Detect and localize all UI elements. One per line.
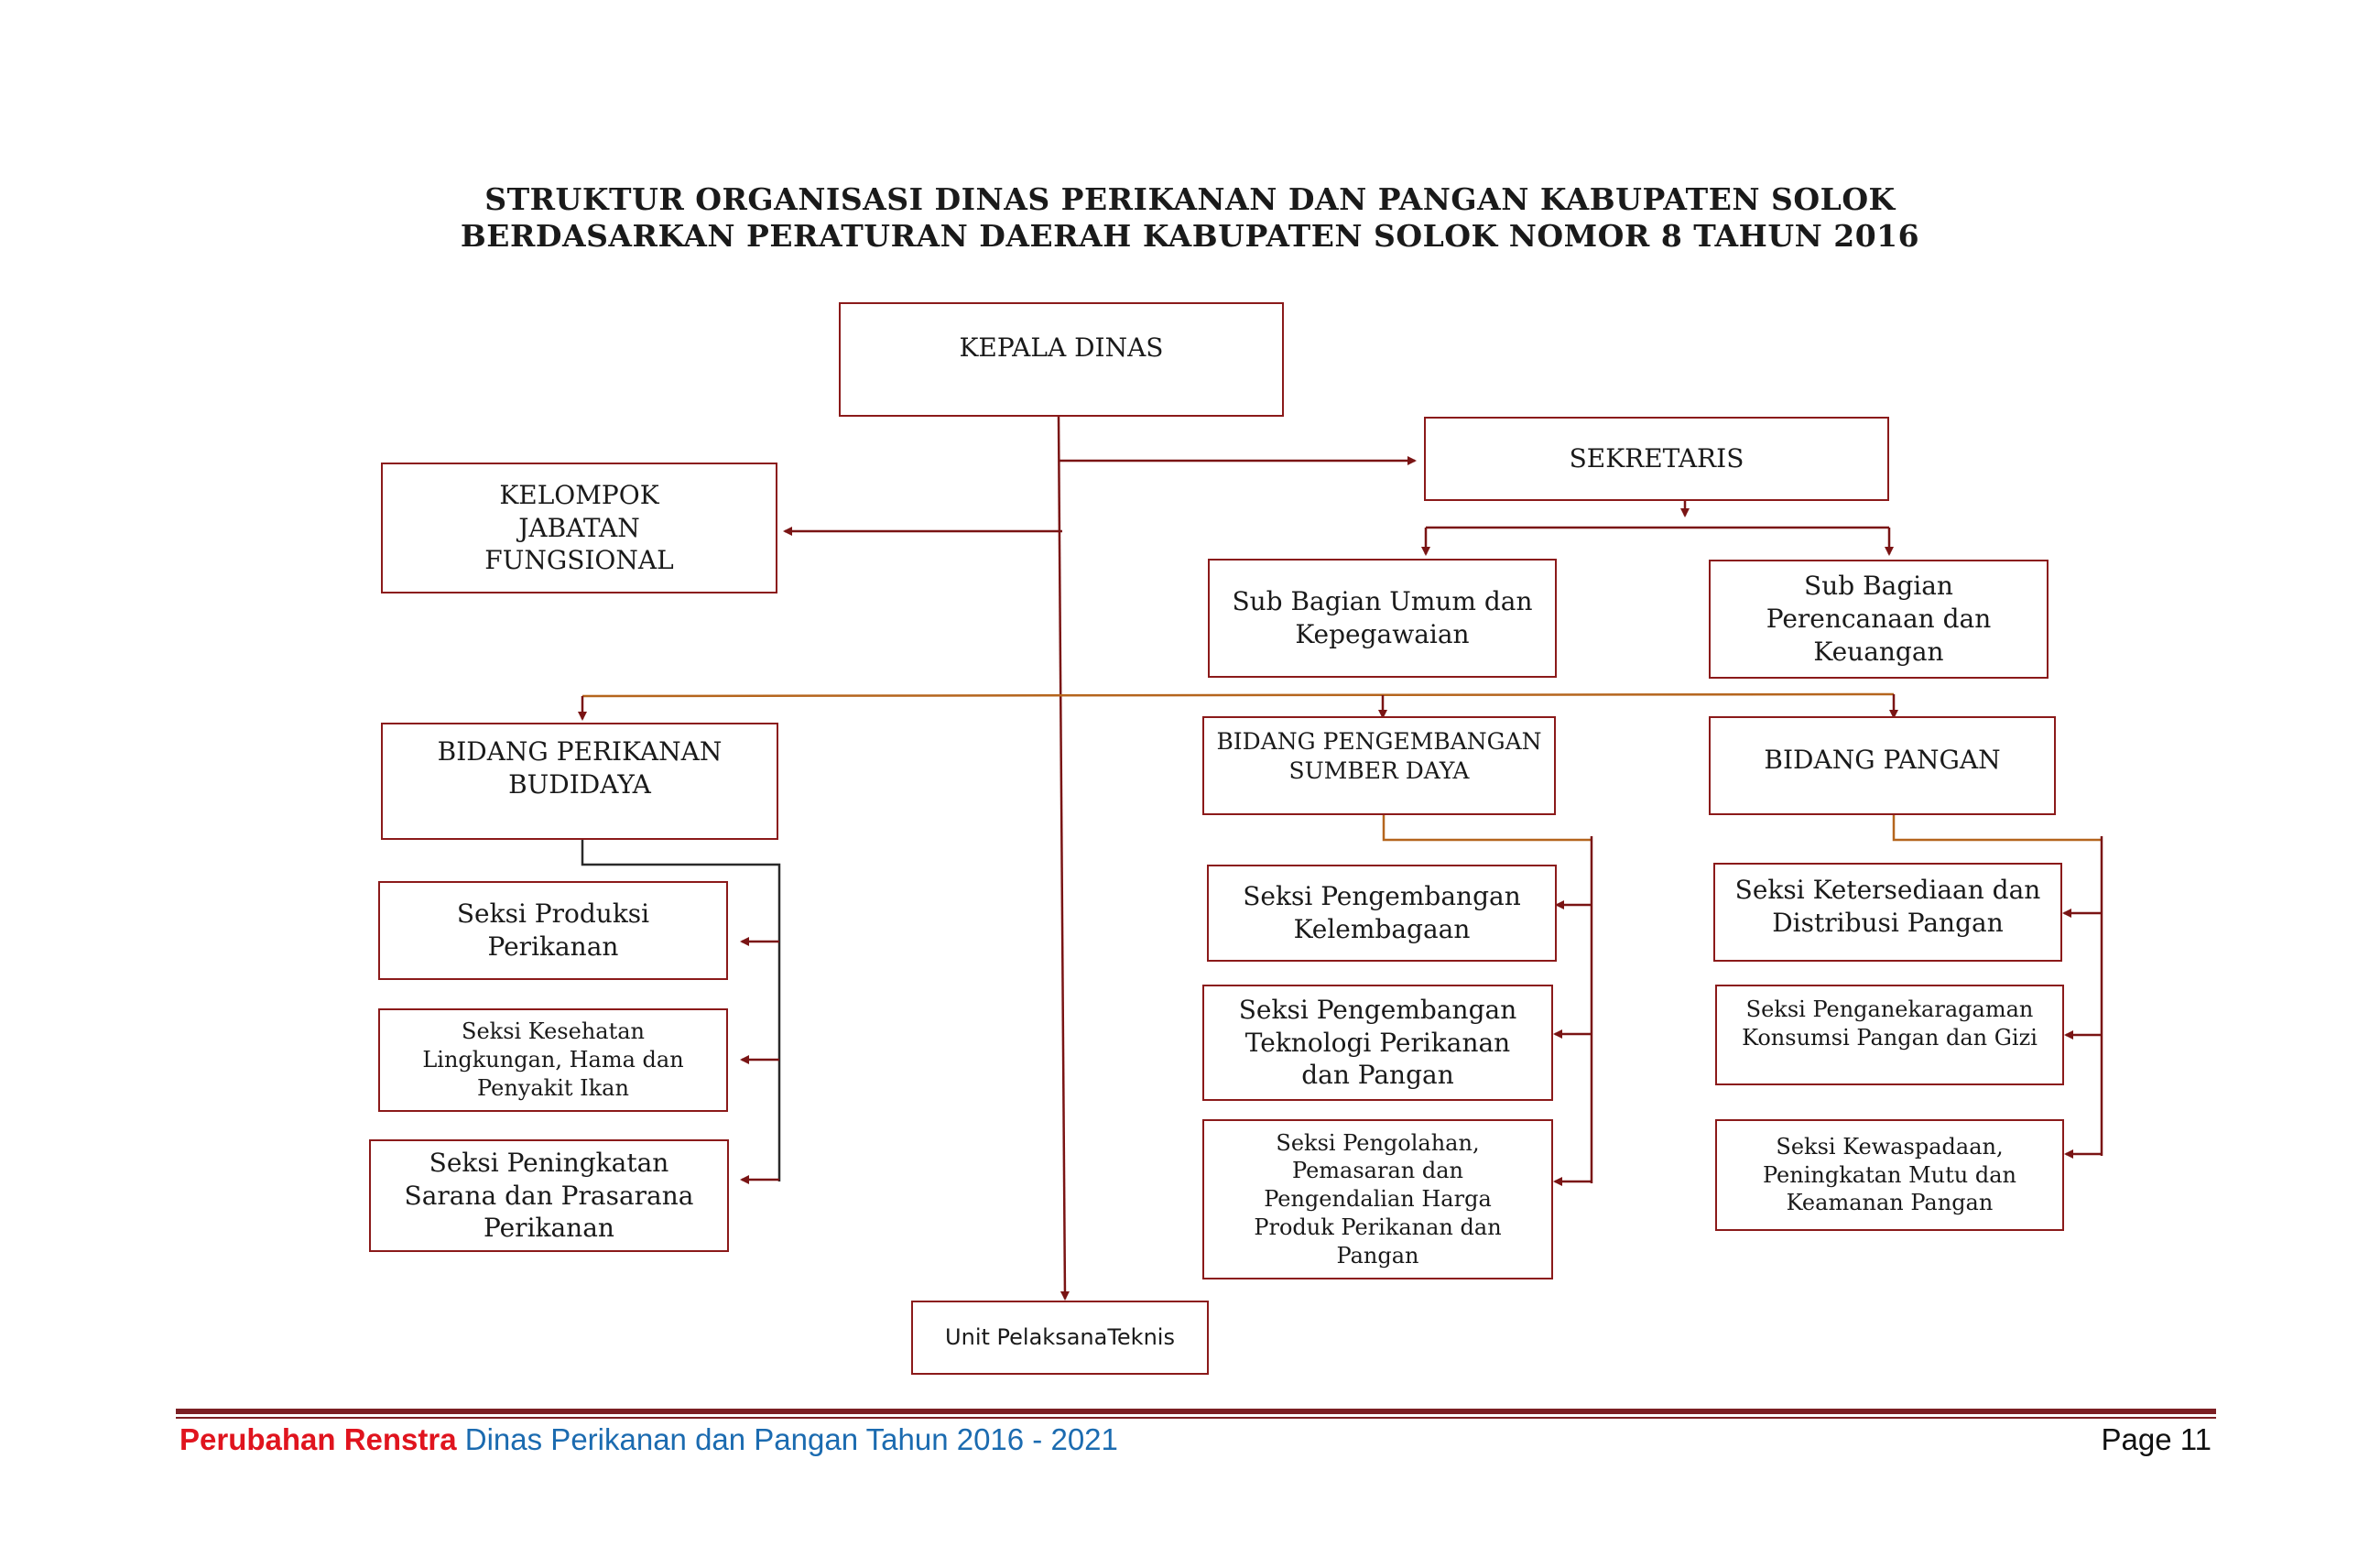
box-bidang-pengembangan-sumber-daya: BIDANG PENGEMBANGAN SUMBER DAYA [1202,716,1556,815]
box-seksi-ketersediaan-distribusi: Seksi Ketersediaan dan Distribusi Pangan [1713,863,2062,962]
sekretaris-label: SEKRETARIS [1569,443,1744,474]
seksi-kesehatan-label: Seksi Kesehatan Lingkungan, Hama dan Pen… [422,1018,684,1101]
chart-title-line-2: BERDASARKAN PERATURAN DAERAH KABUPATEN S… [460,218,1920,254]
line-bidang-bus [581,692,1895,698]
box-seksi-kewaspadaan-mutu: Seksi Kewaspadaan, Peningkatan Mutu dan … [1715,1119,2064,1231]
box-seksi-pengolahan-pemasaran: Seksi Pengolahan, Pemasaran dan Pengenda… [1202,1119,1553,1279]
box-seksi-produksi-perikanan: Seksi Produksi Perikanan [378,881,728,980]
kepala-dinas-label: KEPALA DINAS [959,332,1164,363]
line-pangan-branch [1892,815,2102,842]
box-kelompok-jabatan-fungsional: KELOMPOK JABATAN FUNGSIONAL [381,463,777,593]
seksi-teknologi-label: Seksi Pengembangan Teknologi Perikanan d… [1238,994,1517,1091]
trunk-line [1057,416,1070,1301]
box-seksi-peningkatan-sarana: Seksi Peningkatan Sarana dan Prasarana P… [369,1139,729,1252]
box-kepala-dinas: KEPALA DINAS [839,302,1284,417]
bidang-perikanan-label: BIDANG PERIKANAN BUDIDAYA [437,736,723,800]
subbag-umum-label: Sub Bagian Umum dan Kepegawaian [1232,586,1533,649]
upt-label: Unit PelaksanaTeknis [945,1324,1175,1351]
line-psd-branch [1382,815,1592,842]
box-bidang-perikanan-budidaya: BIDANG PERIKANAN BUDIDAYA [381,723,778,840]
line-perikanan-branch [581,840,781,1181]
box-subbag-perencanaan: Sub Bagian Perencanaan dan Keuangan [1709,560,2049,679]
box-subbag-umum: Sub Bagian Umum dan Kepegawaian [1208,559,1557,678]
bidang-psd-label: BIDANG PENGEMBANGAN SUMBER DAYA [1216,728,1542,784]
seksi-kelembagaan-label: Seksi Pengembangan Kelembagaan [1243,881,1521,944]
seksi-penganekaragaman-label: Seksi Penganekaragaman Konsumsi Pangan d… [1742,996,2038,1051]
box-unit-pelaksana-teknis: Unit PelaksanaTeknis [911,1301,1209,1375]
box-seksi-kesehatan-lingkungan: Seksi Kesehatan Lingkungan, Hama dan Pen… [378,1008,728,1112]
box-seksi-penganekaragaman-konsumsi: Seksi Penganekaragaman Konsumsi Pangan d… [1715,985,2064,1085]
footer-rule-thick [176,1409,2216,1414]
subbag-perencanaan-label: Sub Bagian Perencanaan dan Keuangan [1766,571,1992,667]
footer-dinas-label: Dinas Perikanan dan Pangan Tahun 2016 - … [464,1422,1118,1456]
box-seksi-pengembangan-kelembagaan: Seksi Pengembangan Kelembagaan [1207,865,1557,962]
seksi-pengolahan-label: Seksi Pengolahan, Pemasaran dan Pengenda… [1254,1129,1502,1268]
kelompok-jabatan-label: KELOMPOK JABATAN FUNGSIONAL [484,479,674,576]
box-bidang-pangan: BIDANG PANGAN [1709,716,2056,815]
seksi-ketersediaan-label: Seksi Ketersediaan dan Distribusi Pangan [1734,875,2041,938]
seksi-kewaspadaan-label: Seksi Kewaspadaan, Peningkatan Mutu dan … [1762,1133,2016,1216]
footer-renstra-label: Perubahan Renstra [179,1422,457,1456]
footer-page-number: Page 11 [2101,1422,2212,1456]
footer-rule-thin [176,1417,2216,1419]
box-seksi-pengembangan-teknologi: Seksi Pengembangan Teknologi Perikanan d… [1202,985,1553,1101]
box-sekretaris: SEKRETARIS [1424,417,1889,501]
seksi-peningkatan-sarana-label: Seksi Peningkatan Sarana dan Prasarana P… [404,1147,694,1244]
seksi-produksi-label: Seksi Produksi Perikanan [456,898,650,962]
bidang-pangan-label: BIDANG PANGAN [1764,745,2001,775]
footer-document-title: Perubahan Renstra Dinas Perikanan dan Pa… [179,1422,1118,1457]
chart-title-line-1: STRUKTUR ORGANISASI DINAS PERIKANAN DAN … [484,181,1896,217]
